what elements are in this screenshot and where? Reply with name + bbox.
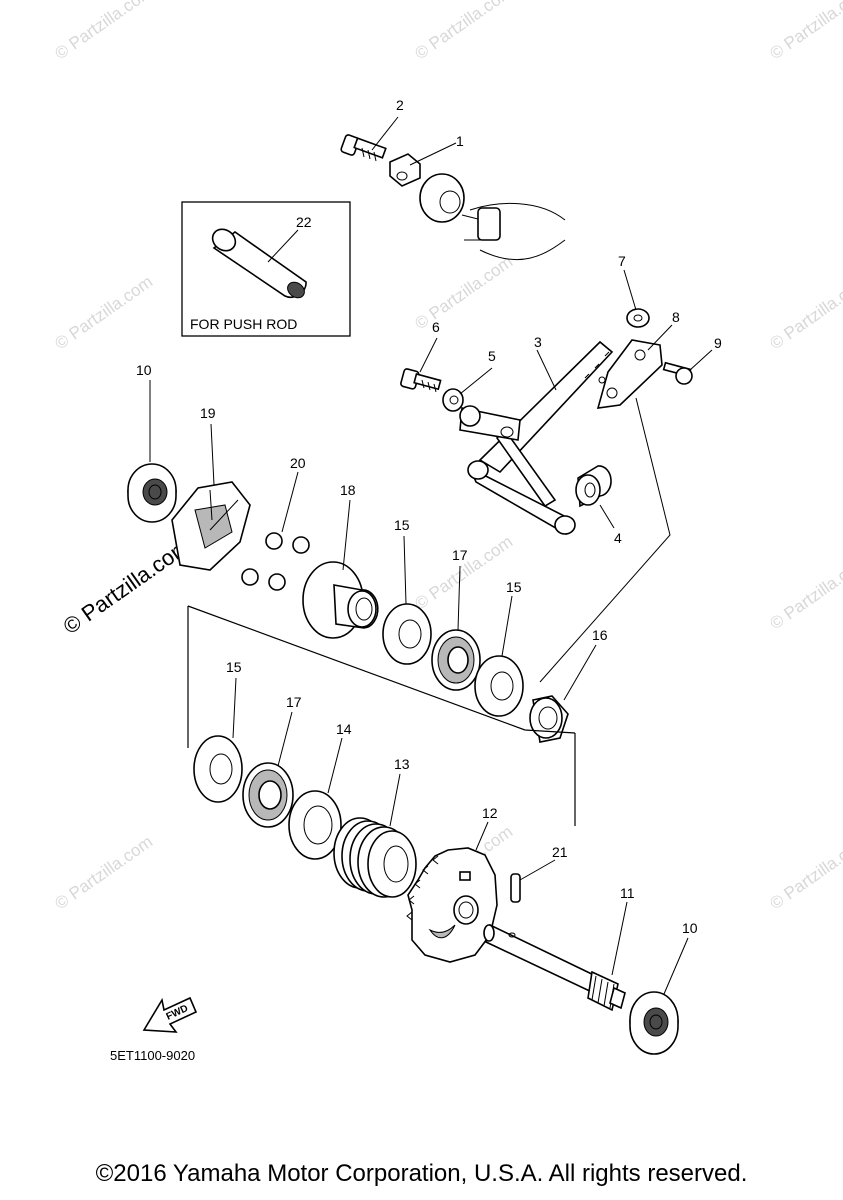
callout-14: 14 bbox=[336, 721, 352, 737]
part-washer-15-b bbox=[474, 655, 524, 717]
part-collar-7 bbox=[626, 308, 650, 328]
part-shaft-11 bbox=[483, 923, 626, 1012]
part-ratchet-12 bbox=[406, 847, 498, 963]
drawing-code: 5ET1100-9020 bbox=[110, 1048, 195, 1063]
watermark: © Partzilla.com bbox=[51, 832, 156, 913]
callout-7: 7 bbox=[618, 253, 626, 269]
callout-21: 21 bbox=[552, 844, 568, 860]
part-lever-8 bbox=[596, 339, 663, 409]
inset-push-rod: FOR PUSH ROD bbox=[181, 201, 351, 337]
bracket-line bbox=[187, 605, 576, 826]
callout-5: 5 bbox=[488, 348, 496, 364]
fwd-arrow: FWD bbox=[142, 996, 198, 1033]
watermark: © Partzilla.com bbox=[766, 0, 843, 63]
part-flanged-collar-18 bbox=[302, 561, 379, 639]
part-needle-bearing-17-a bbox=[431, 629, 481, 691]
watermark: © Partzilla.com bbox=[51, 0, 156, 63]
callout-17-b: 17 bbox=[286, 694, 302, 710]
part-bolt-6 bbox=[400, 368, 442, 393]
watermark: © Partzilla.com bbox=[411, 0, 516, 63]
callout-17-a: 17 bbox=[452, 547, 468, 563]
callout-2: 2 bbox=[396, 97, 404, 113]
part-spring-13 bbox=[333, 817, 417, 898]
part-collar-1 bbox=[389, 153, 421, 187]
leader-lines bbox=[149, 116, 713, 995]
watermark: © Partzilla.com bbox=[766, 832, 843, 913]
callout-11: 11 bbox=[620, 885, 635, 901]
callout-15-a: 15 bbox=[394, 517, 410, 533]
watermark-main: © Partzilla.com bbox=[59, 534, 195, 640]
part-washer-5 bbox=[442, 388, 464, 412]
part-needle-bearing-17-b bbox=[242, 762, 294, 828]
inset-label: FOR PUSH ROD bbox=[190, 316, 297, 332]
callout-10-lower: 10 bbox=[682, 920, 698, 936]
copyright-notice: ©2016 Yamaha Motor Corporation, U.S.A. A… bbox=[95, 1160, 748, 1187]
housing-cylinder bbox=[419, 173, 566, 260]
part-collar-16 bbox=[529, 695, 569, 743]
callout-19: 19 bbox=[200, 405, 216, 421]
guide-line bbox=[539, 397, 671, 683]
watermark: © Partzilla.com bbox=[766, 552, 843, 633]
part-balls-20 bbox=[241, 532, 310, 591]
watermark: © Partzilla.com bbox=[411, 252, 516, 333]
callout-22: 22 bbox=[296, 214, 312, 230]
part-bolt-2 bbox=[340, 134, 387, 162]
part-arm-3 bbox=[459, 340, 614, 536]
callout-16: 16 bbox=[592, 627, 608, 643]
part-bearing-10-lower bbox=[629, 991, 679, 1055]
part-damper-19 bbox=[171, 481, 251, 571]
callout-13: 13 bbox=[394, 756, 410, 772]
callout-6: 6 bbox=[432, 319, 440, 335]
callout-3: 3 bbox=[534, 334, 542, 350]
part-collar-4 bbox=[575, 465, 612, 508]
part-push-rod-22 bbox=[211, 228, 307, 299]
callout-12: 12 bbox=[482, 805, 498, 821]
callout-18: 18 bbox=[340, 482, 356, 498]
watermark: © Partzilla.com bbox=[51, 272, 156, 353]
callout-15-b: 15 bbox=[506, 579, 522, 595]
callout-15-c: 15 bbox=[226, 659, 242, 675]
callout-20: 20 bbox=[290, 455, 306, 471]
watermark-group: © Partzilla.com © Partzilla.com © Partzi… bbox=[51, 0, 843, 913]
part-pin-21 bbox=[510, 873, 521, 903]
part-washer-15-a bbox=[382, 603, 432, 665]
callouts: 2 1 22 7 8 9 3 6 5 4 10 19 20 18 15 17 1… bbox=[136, 97, 722, 936]
watermark: © Partzilla.com bbox=[766, 272, 843, 353]
callout-9: 9 bbox=[714, 335, 722, 351]
callout-1: 1 bbox=[456, 133, 464, 149]
callout-10-upper: 10 bbox=[136, 362, 152, 378]
part-washer-14 bbox=[288, 790, 342, 860]
callout-4: 4 bbox=[614, 530, 622, 546]
part-washer-15-c bbox=[193, 735, 243, 803]
parts-diagram: © Partzilla.com © Partzilla.com © Partzi… bbox=[51, 0, 843, 1063]
watermark: © Partzilla.com bbox=[411, 532, 516, 613]
part-screw-9 bbox=[662, 361, 693, 385]
part-bearing-10-upper bbox=[127, 463, 177, 523]
callout-8: 8 bbox=[672, 309, 680, 325]
